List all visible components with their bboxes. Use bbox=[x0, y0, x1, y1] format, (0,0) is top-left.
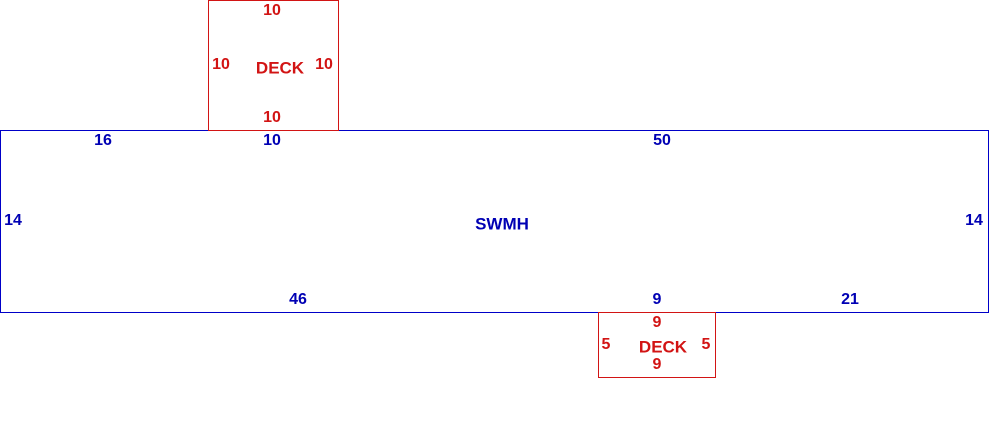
deck-bottom-outline bbox=[598, 312, 716, 378]
deck-top-dim-left: 10 bbox=[212, 56, 230, 73]
swmh-outline bbox=[0, 130, 989, 313]
swmh-dim-bottom-mid: 9 bbox=[652, 291, 662, 308]
deck-top-dim-bottom: 10 bbox=[263, 109, 281, 126]
swmh-dim-bottom-right: 21 bbox=[841, 291, 859, 308]
deck-bottom-dim-right: 5 bbox=[701, 336, 711, 353]
swmh-label: SWMH bbox=[475, 214, 529, 234]
swmh-dim-right: 14 bbox=[965, 212, 983, 229]
swmh-dim-left: 14 bbox=[4, 212, 22, 229]
deck-bottom-dim-left: 5 bbox=[601, 336, 611, 353]
swmh-dim-top-left: 16 bbox=[94, 132, 112, 149]
deck-bottom-label: DECK bbox=[638, 337, 688, 357]
deck-top-outline bbox=[208, 0, 339, 131]
deck-top-label: DECK bbox=[255, 58, 305, 78]
deck-top-dim-right: 10 bbox=[315, 56, 333, 73]
deck-bottom-dim-top: 9 bbox=[652, 314, 662, 331]
deck-top-dim-top: 10 bbox=[263, 2, 281, 19]
deck-bottom-dim-bottom: 9 bbox=[652, 356, 662, 373]
swmh-dim-bottom-left: 46 bbox=[289, 291, 307, 308]
swmh-dim-top-mid: 10 bbox=[263, 132, 281, 149]
swmh-dim-top-right: 50 bbox=[653, 132, 671, 149]
